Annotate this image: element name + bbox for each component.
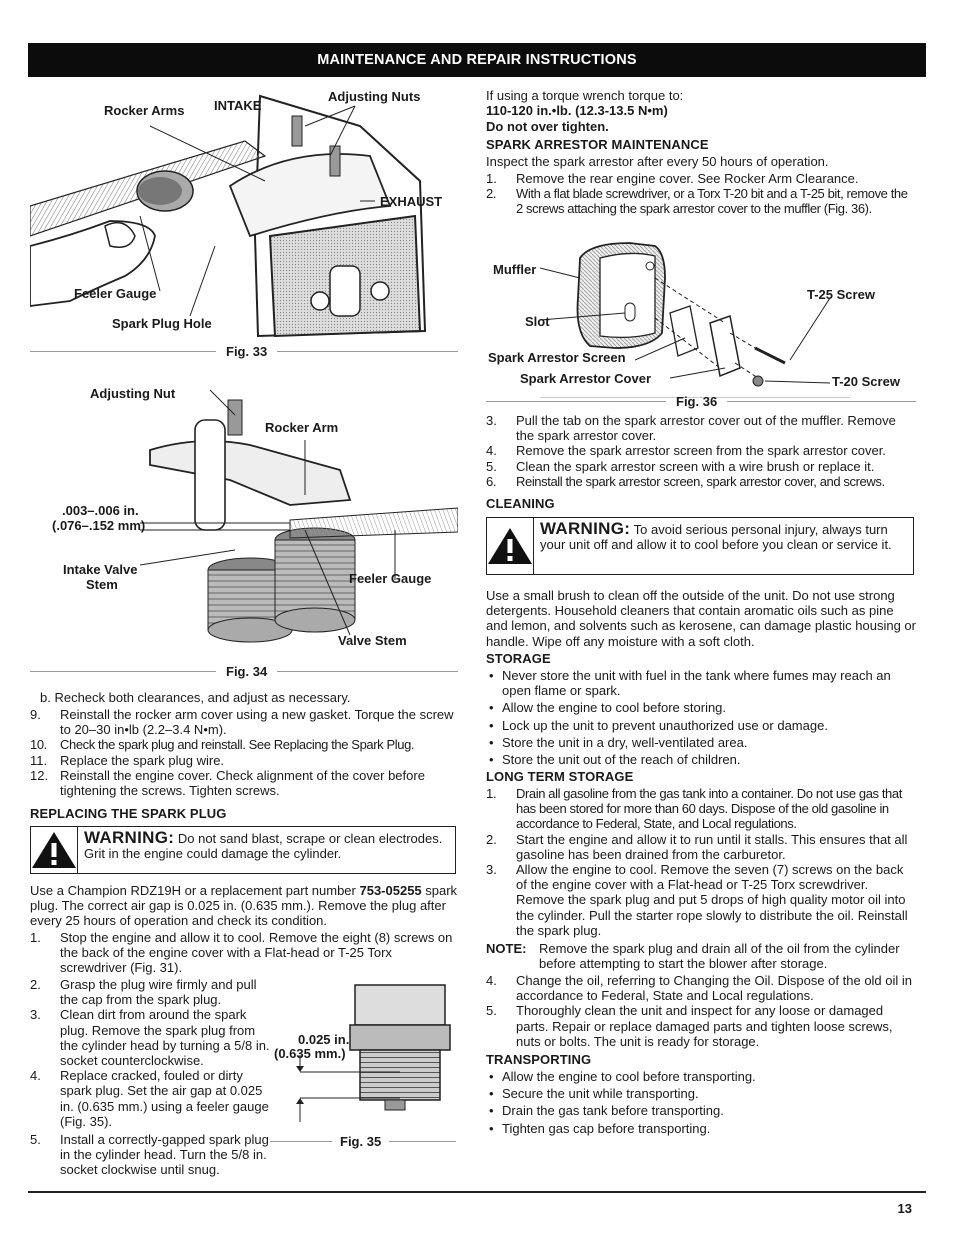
heading-spark-arrestor: SPARK ARRESTOR MAINTENANCE <box>486 137 709 152</box>
list-item: 4.Change the oil, referring to Changing … <box>486 973 913 1004</box>
label-gap-in-35: 0.025 in. <box>298 1032 350 1047</box>
list-item: 2.Start the engine and allow it to run u… <box>486 831 908 862</box>
label-intake: INTAKE <box>214 98 262 113</box>
warning-box-spark: WARNING: Do not sand blast, scrape or cl… <box>30 826 456 874</box>
note-text: Remove the spark plug and drain all of t… <box>539 941 900 972</box>
section-header: MAINTENANCE AND REPAIR INSTRUCTIONS <box>28 43 926 77</box>
list-item: 1.Stop the engine and allow it to cool. … <box>30 930 453 976</box>
list-item: 11.Replace the spark plug wire. <box>30 752 225 768</box>
label-feeler-gauge: Feeler Gauge <box>74 286 157 301</box>
note-block: NOTE: Remove the spark plug and drain al… <box>486 941 916 971</box>
label-intake-valve: Intake Valve <box>63 562 138 577</box>
warning-triangle-icon <box>31 827 78 873</box>
list-item: Store the unit in a dry, well-ventilated… <box>486 735 916 750</box>
label-exhaust: EXHAUST <box>380 194 443 209</box>
list-item: 2.With a flat blade screwdriver, or a To… <box>486 186 908 217</box>
step-b-text: b. Recheck both clearances, and adjust a… <box>40 690 351 705</box>
steps-list-b: 1.Stop the engine and allow it to cool. … <box>30 930 458 976</box>
list-item: 2.Grasp the plug wire firmly and pull th… <box>30 977 257 1008</box>
list-item: 6.Reinstall the spark arrestor screen, s… <box>486 473 885 489</box>
heading-long-term-storage: LONG TERM STORAGE <box>486 769 634 784</box>
label-slot: Slot <box>525 314 550 329</box>
list-item: Lock up the unit to prevent unauthorized… <box>486 718 916 733</box>
steps-list-b2: 2.Grasp the plug wire firmly and pull th… <box>30 977 270 1129</box>
cleaning-paragraph: Use a small brush to clean off the outsi… <box>486 588 916 649</box>
list-item: Allow the engine to cool before storing. <box>486 700 916 715</box>
fig-35-illustration <box>296 984 451 1122</box>
list-item: 12.Reinstall the engine cover. Check ali… <box>30 767 425 799</box>
list-item: 3.Allow the engine to cool. Remove the s… <box>486 862 908 938</box>
list-item: 4.Remove the spark arrestor screen from … <box>486 443 886 459</box>
list-item: 3.Clean dirt from around the spark plug.… <box>30 1007 270 1069</box>
fig-33-caption-text: Fig. 33 <box>226 344 268 359</box>
fig-36-caption-text: Fig. 36 <box>676 394 718 409</box>
arrestor-intro: Inspect the spark arrestor after every 5… <box>486 154 829 169</box>
fig-35-caption: Fig. 35 <box>270 1134 456 1149</box>
warning-text-cleaning: WARNING: To avoid serious personal injur… <box>540 519 892 552</box>
label-arrestor-screen: Spark Arrestor Screen <box>488 350 626 365</box>
list-item: Never store the unit with fuel in the ta… <box>486 668 916 698</box>
long-term-steps-a: 1.Drain all gasoline from the gas tank i… <box>486 786 916 938</box>
fig-33-caption: Fig. 33 <box>30 344 458 359</box>
spark-plug-paragraph: Use a Champion RDZ19H or a replacement p… <box>30 883 458 929</box>
fig-36-illustration <box>540 242 850 398</box>
torque-warning: Do not over tighten. <box>486 119 609 134</box>
label-adjusting-nut: Adjusting Nut <box>90 386 176 401</box>
list-item: 1.Remove the rear engine cover. See Rock… <box>486 171 859 186</box>
fig-34-illustration <box>140 389 458 643</box>
steps-list-a: 9.Reinstall the rocker arm cover using a… <box>30 707 458 798</box>
label-gap-in: .003–.006 in. <box>62 503 139 518</box>
heading-cleaning: CLEANING <box>486 496 555 511</box>
label-feeler-gauge-34: Feeler Gauge <box>349 571 432 586</box>
list-item: 3.Pull the tab on the spark arrestor cov… <box>486 413 896 444</box>
label-t20-screw: T-20 Screw <box>832 374 900 389</box>
fig-34-caption: Fig. 34 <box>30 664 458 679</box>
list-item: Store the unit out of the reach of child… <box>486 752 916 767</box>
arrestor-steps-b: 3.Pull the tab on the spark arrestor cov… <box>486 413 916 489</box>
warning-triangle-icon <box>487 518 534 574</box>
label-gap-mm-35: (0.635 mm.) <box>274 1046 346 1061</box>
label-muffler: Muffler <box>493 262 537 277</box>
footer-rule <box>28 1191 926 1193</box>
label-intake-stem: Stem <box>86 577 118 592</box>
list-item: 10.Check the spark plug and reinstall. S… <box>30 737 415 753</box>
warning-text-spark: WARNING: Do not sand blast, scrape or cl… <box>84 828 443 861</box>
list-item: 5.Install a correctly-gapped spark plug … <box>30 1132 269 1178</box>
list-item: Tighten gas cap before transporting. <box>486 1121 916 1136</box>
warning-box-cleaning: WARNING: To avoid serious personal injur… <box>486 517 914 575</box>
fig-36-caption: Fig. 36 <box>486 394 916 409</box>
label-valve-stem: Valve Stem <box>338 633 407 648</box>
list-item: 5.Thoroughly clean the unit and inspect … <box>486 1003 893 1049</box>
note-label: NOTE: <box>486 941 527 956</box>
label-adjusting-nuts: Adjusting Nuts <box>328 89 421 104</box>
transport-list: Allow the engine to cool before transpor… <box>486 1069 916 1138</box>
list-item: 5.Clean the spark arrestor screen with a… <box>486 458 875 474</box>
list-item: Allow the engine to cool before transpor… <box>486 1069 916 1084</box>
label-t25-screw: T-25 Screw <box>807 287 875 302</box>
storage-list: Never store the unit with fuel in the ta… <box>486 668 916 769</box>
torque-value: 110-120 in.•lb. (12.3-13.5 N•m) <box>486 103 668 118</box>
label-rocker-arm: Rocker Arm <box>265 420 339 435</box>
label-gap-mm: (.076–.152 mm) <box>52 518 146 533</box>
long-term-steps-b: 4.Change the oil, referring to Changing … <box>486 973 916 1049</box>
list-item: 4.Replace cracked, fouled or dirty spark… <box>30 1068 269 1129</box>
page-number: 13 <box>897 1201 912 1216</box>
heading-replacing-spark-plug: REPLACING THE SPARK PLUG <box>30 806 227 821</box>
fig-35-caption-text: Fig. 35 <box>340 1134 382 1149</box>
torque-intro: If using a torque wrench torque to: <box>486 88 684 103</box>
fig-34-caption-text: Fig. 34 <box>226 664 268 679</box>
fig-33-illustration <box>30 94 427 338</box>
arrestor-steps-a: 1.Remove the rear engine cover. See Rock… <box>486 171 916 217</box>
list-item: 1.Drain all gasoline from the gas tank i… <box>486 786 902 832</box>
label-spark-plug-hole: Spark Plug Hole <box>112 316 212 331</box>
heading-storage: STORAGE <box>486 651 551 666</box>
list-item: Secure the unit while transporting. <box>486 1086 916 1101</box>
list-item: Drain the gas tank before transporting. <box>486 1103 916 1118</box>
label-rocker-arms: Rocker Arms <box>104 103 185 118</box>
heading-transporting: TRANSPORTING <box>486 1052 592 1067</box>
label-arrestor-cover: Spark Arrestor Cover <box>520 371 652 386</box>
list-item: 9.Reinstall the rocker arm cover using a… <box>30 707 454 738</box>
steps-list-b3: 5.Install a correctly-gapped spark plug … <box>30 1132 275 1178</box>
